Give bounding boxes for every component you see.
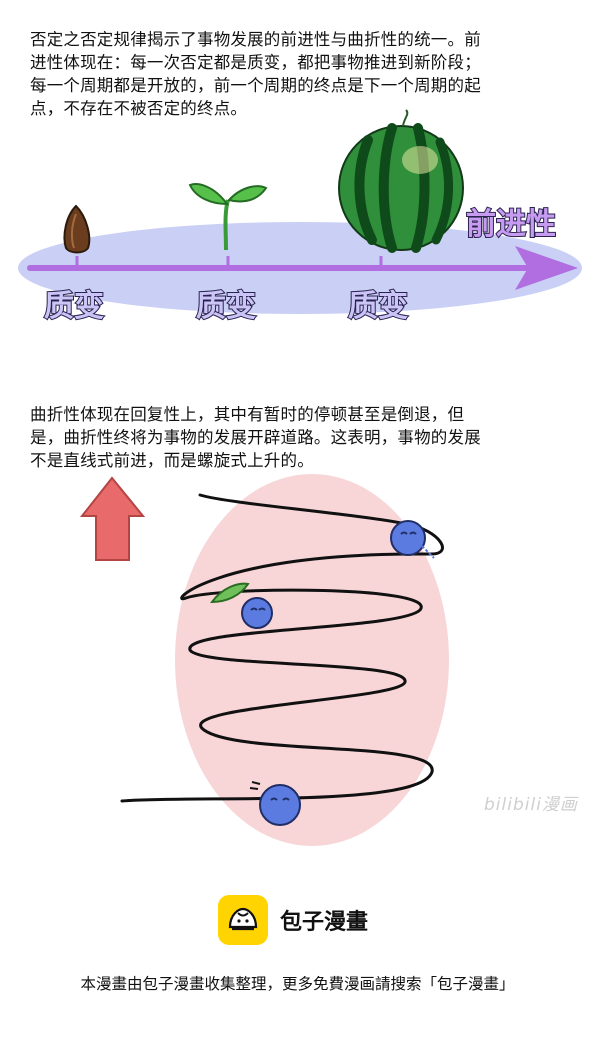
twist-paragraph: 曲折性体现在回复性上，其中有暂时的停顿甚至是倒退，但 是，曲折性终将为事物的发展…: [30, 403, 481, 472]
brand[interactable]: 包子漫畫: [218, 895, 368, 945]
intro-line: 点，不存在不被否定的终点。: [30, 99, 248, 118]
intro-paragraph: 否定之否定规律揭示了事物发展的前进性与曲折性的统一。前 进性体现在：每一次否定都…: [30, 28, 481, 120]
progress-label: 前进性: [465, 206, 557, 243]
watermelon-icon: [338, 109, 464, 253]
watermark: bilibili漫画: [484, 795, 578, 815]
bun-logo-icon: [218, 895, 268, 945]
stage-label: 质变: [195, 288, 257, 325]
stage-label: 质变: [347, 288, 409, 325]
progress-diagram: [18, 109, 582, 314]
seed-icon: [63, 204, 91, 254]
intro-line: 每一个周期都是开放的，前一个周期的终点是下一个周期的起: [30, 76, 481, 95]
twist-line: 是，曲折性终将为事物的发展开辟道路。这表明，事物的发展: [30, 428, 481, 447]
stage-label: 质变: [43, 288, 105, 325]
twist-line: 不是直线式前进，而是螺旋式上升的。: [30, 451, 314, 470]
footer-note: 本漫畫由包子漫畫收集整理，更多免費漫画請搜索「包子漫畫」: [80, 975, 515, 993]
blue-ball-icon: [249, 781, 301, 826]
brand-name: 包子漫畫: [280, 910, 369, 935]
sprout-icon: [188, 183, 268, 251]
intro-line: 否定之否定规律揭示了事物发展的前进性与曲折性的统一。前: [30, 30, 481, 49]
progress-arrow-head: [515, 246, 578, 290]
blue-ball-icon: [241, 597, 273, 629]
spiral-icon: [120, 493, 444, 803]
twist-line: 曲折性体现在回复性上，其中有暂时的停顿甚至是倒退，但: [30, 405, 465, 424]
leaf-icon: [210, 582, 250, 604]
spiral-diagram: [79, 474, 449, 846]
up-arrow-icon: [79, 476, 146, 561]
intro-line: 进性体现在：每一次否定都是质变，都把事物推进到新阶段；: [30, 53, 481, 72]
blue-ball-icon: [390, 520, 435, 559]
